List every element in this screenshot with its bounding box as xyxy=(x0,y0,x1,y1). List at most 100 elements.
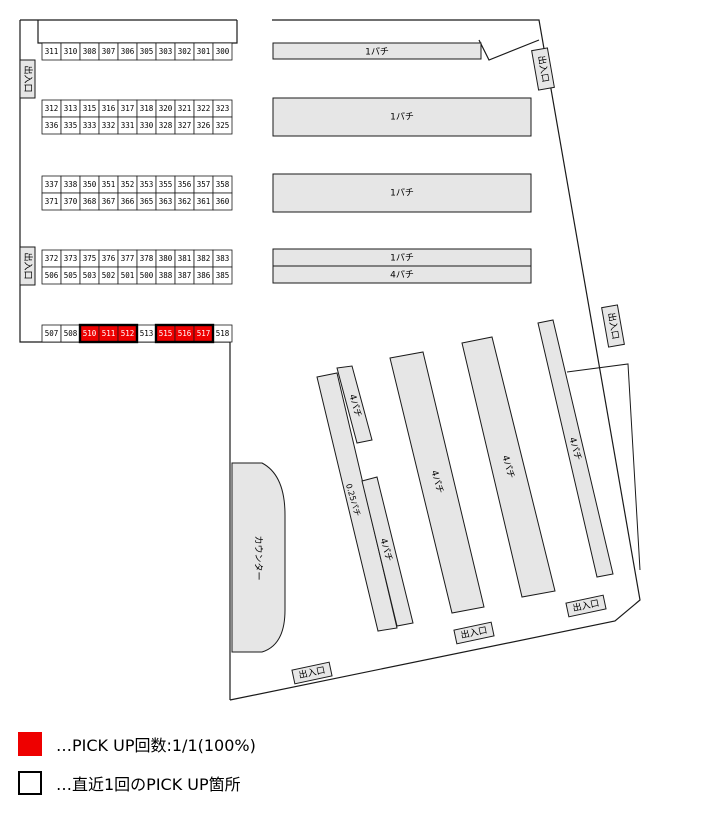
machine-number: 358 xyxy=(216,180,230,189)
counter xyxy=(231,462,286,653)
building-wall-right xyxy=(229,19,641,701)
machine-number: 382 xyxy=(197,254,211,263)
diag-bank-right xyxy=(537,319,614,578)
machine-number: 363 xyxy=(159,197,173,206)
machine-300[interactable] xyxy=(212,42,233,61)
machine-number: 508 xyxy=(64,329,78,338)
diag-bank-wide-2 xyxy=(461,336,556,598)
entrance-bottom-left[interactable]: 出入口 xyxy=(291,661,333,685)
machine-number: 332 xyxy=(102,121,116,130)
recent-pickup-outline-2 xyxy=(154,323,215,344)
machine-number: 353 xyxy=(140,180,154,189)
machine-number: 318 xyxy=(140,104,154,113)
machine-number: 317 xyxy=(121,104,135,113)
diag-bank-wide-1 xyxy=(389,351,485,614)
machine-number: 376 xyxy=(102,254,116,263)
machine-number: 502 xyxy=(102,271,116,280)
machine-number: 327 xyxy=(178,121,192,130)
machine-number: 310 xyxy=(64,47,78,56)
building-wall-notch xyxy=(478,39,540,61)
machine-number: 383 xyxy=(216,254,230,263)
machine-number: 505 xyxy=(64,271,78,280)
machine-number: 385 xyxy=(216,271,230,280)
machine-385[interactable] xyxy=(212,266,233,285)
entrance-left-top[interactable]: 出入口 xyxy=(19,59,36,99)
machine-360[interactable] xyxy=(212,192,233,211)
machine-number: 350 xyxy=(83,180,97,189)
machine-number: 338 xyxy=(64,180,78,189)
entrance-bottom-middle[interactable]: 出入口 xyxy=(453,621,495,645)
machine-number: 312 xyxy=(45,104,59,113)
bank-1 xyxy=(272,97,532,137)
machine-number: 355 xyxy=(159,180,173,189)
machine-number: 512 xyxy=(121,329,135,338)
machine-number: 515 xyxy=(159,329,173,338)
machine-number: 300 xyxy=(216,47,230,56)
machine-number: 352 xyxy=(121,180,135,189)
diag-bank-long-left xyxy=(316,372,398,632)
machine-number: 365 xyxy=(140,197,154,206)
machine-number: 306 xyxy=(121,47,135,56)
recent-pickup-outline-1 xyxy=(78,323,139,344)
machine-number: 315 xyxy=(83,104,97,113)
machine-number: 311 xyxy=(45,47,59,56)
machine-number: 326 xyxy=(197,121,211,130)
entrance-right-middle[interactable]: 出入口 xyxy=(601,304,625,348)
machine-number: 372 xyxy=(45,254,59,263)
entrance-right-top[interactable]: 出入口 xyxy=(531,47,555,91)
machine-number: 313 xyxy=(64,104,78,113)
legend-pickup: …PICK UP回数:1/1(100%) xyxy=(18,731,256,757)
svg-text:出入口: 出入口 xyxy=(22,65,34,92)
machine-number: 328 xyxy=(159,121,173,130)
machine-number: 323 xyxy=(216,104,230,113)
machine-number: 333 xyxy=(83,121,97,130)
legend-recent: …直近1回のPICK UP箇所 xyxy=(18,770,241,796)
machine-number: 320 xyxy=(159,104,173,113)
machine-number: 377 xyxy=(121,254,135,263)
bank-3-lower-label: 4パチ xyxy=(390,270,414,281)
machine-number: 503 xyxy=(83,271,97,280)
machine-number: 367 xyxy=(102,197,116,206)
counter-label: カウンター xyxy=(253,535,264,580)
machine-number: 337 xyxy=(45,180,59,189)
machine-number: 305 xyxy=(140,47,154,56)
machine-number: 506 xyxy=(45,271,59,280)
machine-number: 301 xyxy=(197,47,211,56)
svg-text:出入口: 出入口 xyxy=(22,252,34,279)
entrance-left-middle[interactable]: 出入口 xyxy=(19,246,36,286)
legend-pickup-swatch xyxy=(18,732,42,756)
machine-number: 511 xyxy=(102,329,116,338)
bank-3-lower xyxy=(272,265,532,284)
machine-number: 330 xyxy=(140,121,154,130)
machine-number: 371 xyxy=(45,197,59,206)
legend-recent-text: …直近1回のPICK UP箇所 xyxy=(56,775,241,794)
machine-number: 518 xyxy=(216,329,230,338)
machine-number: 381 xyxy=(178,254,192,263)
machine-number: 373 xyxy=(64,254,78,263)
top-strip-label: 1パチ xyxy=(365,47,389,58)
machine-number: 386 xyxy=(197,271,211,280)
machine-number: 308 xyxy=(83,47,97,56)
machine-number: 516 xyxy=(178,329,192,338)
machine-number: 362 xyxy=(178,197,192,206)
machine-number: 387 xyxy=(178,271,192,280)
machine-number: 303 xyxy=(159,47,173,56)
entrance-bottom-right[interactable]: 出入口 xyxy=(565,594,607,618)
machine-number: 517 xyxy=(197,329,211,338)
machine-number: 366 xyxy=(121,197,135,206)
machine-number: 388 xyxy=(159,271,173,280)
machine-number: 513 xyxy=(140,329,154,338)
partition-right xyxy=(566,363,641,571)
machine-number: 335 xyxy=(64,121,78,130)
machine-number: 500 xyxy=(140,271,154,280)
machine-number: 351 xyxy=(102,180,116,189)
bank-3-upper-label: 1パチ xyxy=(390,253,414,264)
legend-recent-swatch xyxy=(18,771,42,795)
machine-number: 307 xyxy=(102,47,116,56)
building-wall-top-left xyxy=(37,20,238,44)
machine-number: 507 xyxy=(45,329,59,338)
legend-pickup-text: …PICK UP回数:1/1(100%) xyxy=(56,736,256,755)
machine-number: 361 xyxy=(197,197,211,206)
machine-325[interactable] xyxy=(212,116,233,135)
